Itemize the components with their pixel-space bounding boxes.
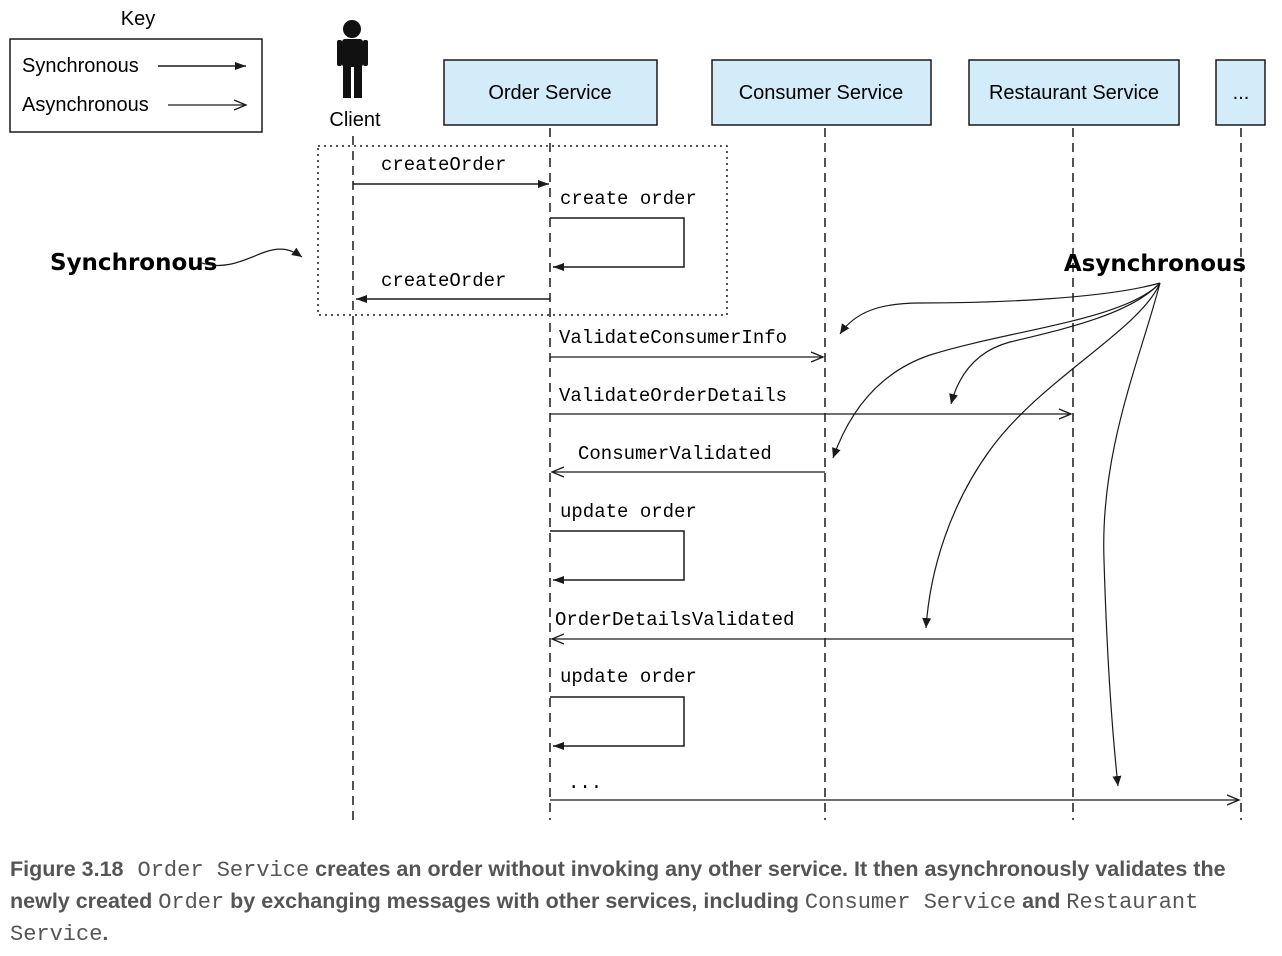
figure-caption: Figure 3.18 Order Service creates an orde… [10,854,1272,950]
client-actor-icon [337,20,368,98]
synchronous-group-frame [317,145,728,316]
message-create-order-self: create order [550,188,697,271]
message-more: ... [550,772,1239,800]
message-label: OrderDetailsValidated [555,609,794,631]
caption-text-1: creates an order without invoking any ot… [10,857,1226,913]
caption-code-restaurant-service: Restaurant Service [10,890,1199,947]
caption-code-consumer-service: Consumer Service [804,890,1017,915]
message-validate-order-details: ValidateOrderDetails [550,385,1071,414]
message-label: ValidateConsumerInfo [559,327,787,349]
async-pointer-order-details-validated [922,282,1161,629]
caption-text-4: . [102,921,109,945]
message-create-order-response: createOrder [356,270,550,303]
message-consumer-validated: ConsumerValidated [552,443,825,472]
key-sync-label: Synchronous [22,55,139,77]
consumer-service-label: Consumer Service [739,82,904,104]
figure-number: Figure 3.18 [10,857,124,881]
async-pointer-validate-consumer-info [839,282,1161,335]
key-async-label: Asynchronous [22,94,149,116]
caption-code-order: Order [158,890,225,915]
async-pointer-validate-order-details [949,282,1161,405]
asynchronous-pointer-arrows [832,282,1161,787]
more-services-label: ... [1233,82,1250,104]
restaurant-service-label: Restaurant Service [989,82,1159,104]
synchronous-annotation: Synchronous [50,250,217,276]
message-label: update order [560,501,697,523]
order-service-label: Order Service [488,82,611,104]
message-label: createOrder [381,154,506,176]
lifelines [352,128,1242,820]
message-label: ... [568,772,602,794]
message-update-order-self-1: update order [550,501,697,584]
message-label: createOrder [381,270,506,292]
caption-text-3: and [1016,889,1067,913]
sequence-diagram: Key Synchronous Asynchronous Client Orde… [9,8,1266,820]
participant-consumer-service: Consumer Service [711,59,932,126]
message-label: create order [560,188,697,210]
caption-text-2: by exchanging messages with other servic… [224,889,805,913]
message-validate-consumer-info: ValidateConsumerInfo [550,327,823,357]
key: Key Synchronous Asynchronous [9,8,263,133]
participant-restaurant-service: Restaurant Service [968,59,1180,126]
message-order-details-validated: OrderDetailsValidated [552,609,1073,639]
participant-more-services: ... [1215,59,1266,126]
message-label: ConsumerValidated [578,443,772,465]
key-title: Key [121,8,155,30]
client-label: Client [329,109,381,131]
participant-order-service: Order Service [443,59,658,126]
async-pointer-more [1103,282,1161,787]
asynchronous-annotation: Asynchronous [1064,251,1246,277]
message-label: update order [560,666,697,688]
synchronous-pointer-arrow [198,247,303,267]
async-pointer-consumer-validated [832,282,1161,459]
caption-code-order-service: Order Service [137,858,310,883]
message-label: ValidateOrderDetails [559,385,787,407]
message-update-order-self-2: update order [550,666,697,750]
key-box [9,38,263,133]
message-create-order-request: createOrder [353,154,549,188]
